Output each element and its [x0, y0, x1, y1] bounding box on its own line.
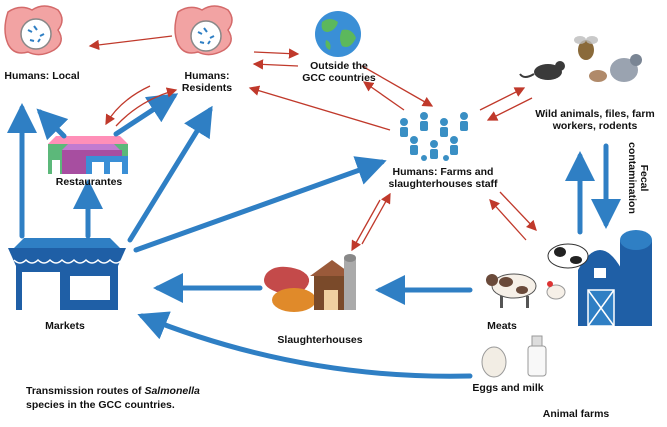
arrow-staff-to-wild: [479, 87, 526, 111]
arrow-restaurants-to-residents-red: [115, 87, 178, 127]
label-humans-residents-line1: Humans:: [184, 70, 230, 82]
arrow-staff-to-residents: [248, 85, 391, 131]
red-arrows: [88, 35, 537, 252]
caption-line1: Transmission routes of Salmonella: [26, 385, 200, 397]
cow-icon: [486, 273, 537, 308]
label-fecal-line1: Fecal: [638, 164, 650, 192]
arrow-staff-to-slaughter: [351, 199, 381, 252]
restaurant-icon: [48, 136, 128, 174]
gut-local-icon: [4, 5, 63, 56]
arrow-market-to-residents: [127, 105, 213, 243]
arrow-residents-to-outside: [253, 48, 300, 59]
label-staff: Humans: Farms and slaughterhouses staff: [380, 166, 506, 190]
arrow-farm-to-staff: [489, 199, 527, 241]
label-wild-animals: Wild animals, files, farm workers, roden…: [524, 108, 666, 132]
arrow-staff-to-farm: [499, 191, 537, 231]
label-wild-animals-line2: workers, rodents: [552, 120, 638, 132]
label-markets: Markets: [45, 320, 85, 332]
animal-farm-icon: [546, 230, 652, 327]
label-wild-animals-line1: Wild animals, files, farm: [535, 108, 655, 120]
blue-arrows: [6, 93, 621, 379]
arrow-staff-to-outside: [362, 81, 405, 111]
label-humans-residents-line2: Residents: [181, 82, 233, 94]
market-icon: [8, 238, 126, 310]
figure-caption: Transmission routes of Salmonella specie…: [26, 384, 200, 412]
eggs-milk-icon: [481, 335, 547, 378]
caption-italic: Salmonella: [144, 385, 200, 397]
arrow-restaurants-to-local: [36, 108, 69, 141]
arrow-residents-to-local: [88, 35, 173, 51]
gut-residents-icon: [174, 5, 233, 56]
label-humans-local: Humans: Local: [4, 70, 80, 82]
label-fecal-line2: contamination: [626, 142, 638, 214]
label-meats: Meats: [487, 320, 517, 332]
label-eggs-milk: Eggs and milk: [472, 382, 544, 394]
arrow-restaurants-to-residents: [113, 93, 179, 137]
slaughterhouse-icon: [264, 254, 356, 312]
arrow-eggs-to-market: [137, 311, 473, 379]
caption-line2: species in the GCC countries.: [26, 399, 175, 411]
label-outside-gcc: Outside the GCC countries: [294, 60, 384, 84]
label-outside-gcc-line2: GCC countries: [302, 72, 376, 84]
globe-icon: [315, 11, 361, 57]
label-fecal-contamination: Fecal contamination: [626, 138, 650, 218]
arrow-residents-to-local-curve: [105, 85, 151, 126]
label-restaurants: Restaurantes: [55, 176, 123, 188]
arrow-outside-to-residents: [252, 59, 299, 70]
label-outside-gcc-line1: Outside the: [310, 60, 368, 72]
label-humans-residents: Humans: Residents: [170, 70, 244, 94]
staff-people-icon: [400, 112, 468, 161]
label-slaughterhouses: Slaughterhouses: [277, 334, 363, 346]
arrow-market-to-staff: [133, 156, 387, 253]
wild-animals-icon: [519, 36, 642, 82]
label-animal-farms: Animal farms: [542, 408, 610, 420]
arrow-wild-to-staff: [486, 97, 533, 121]
arrow-slaughter-to-staff: [361, 192, 391, 245]
arrow-outside-to-staff: [361, 65, 434, 107]
label-staff-line2: slaughterhouses staff: [388, 178, 498, 190]
label-staff-line1: Humans: Farms and: [392, 166, 494, 178]
